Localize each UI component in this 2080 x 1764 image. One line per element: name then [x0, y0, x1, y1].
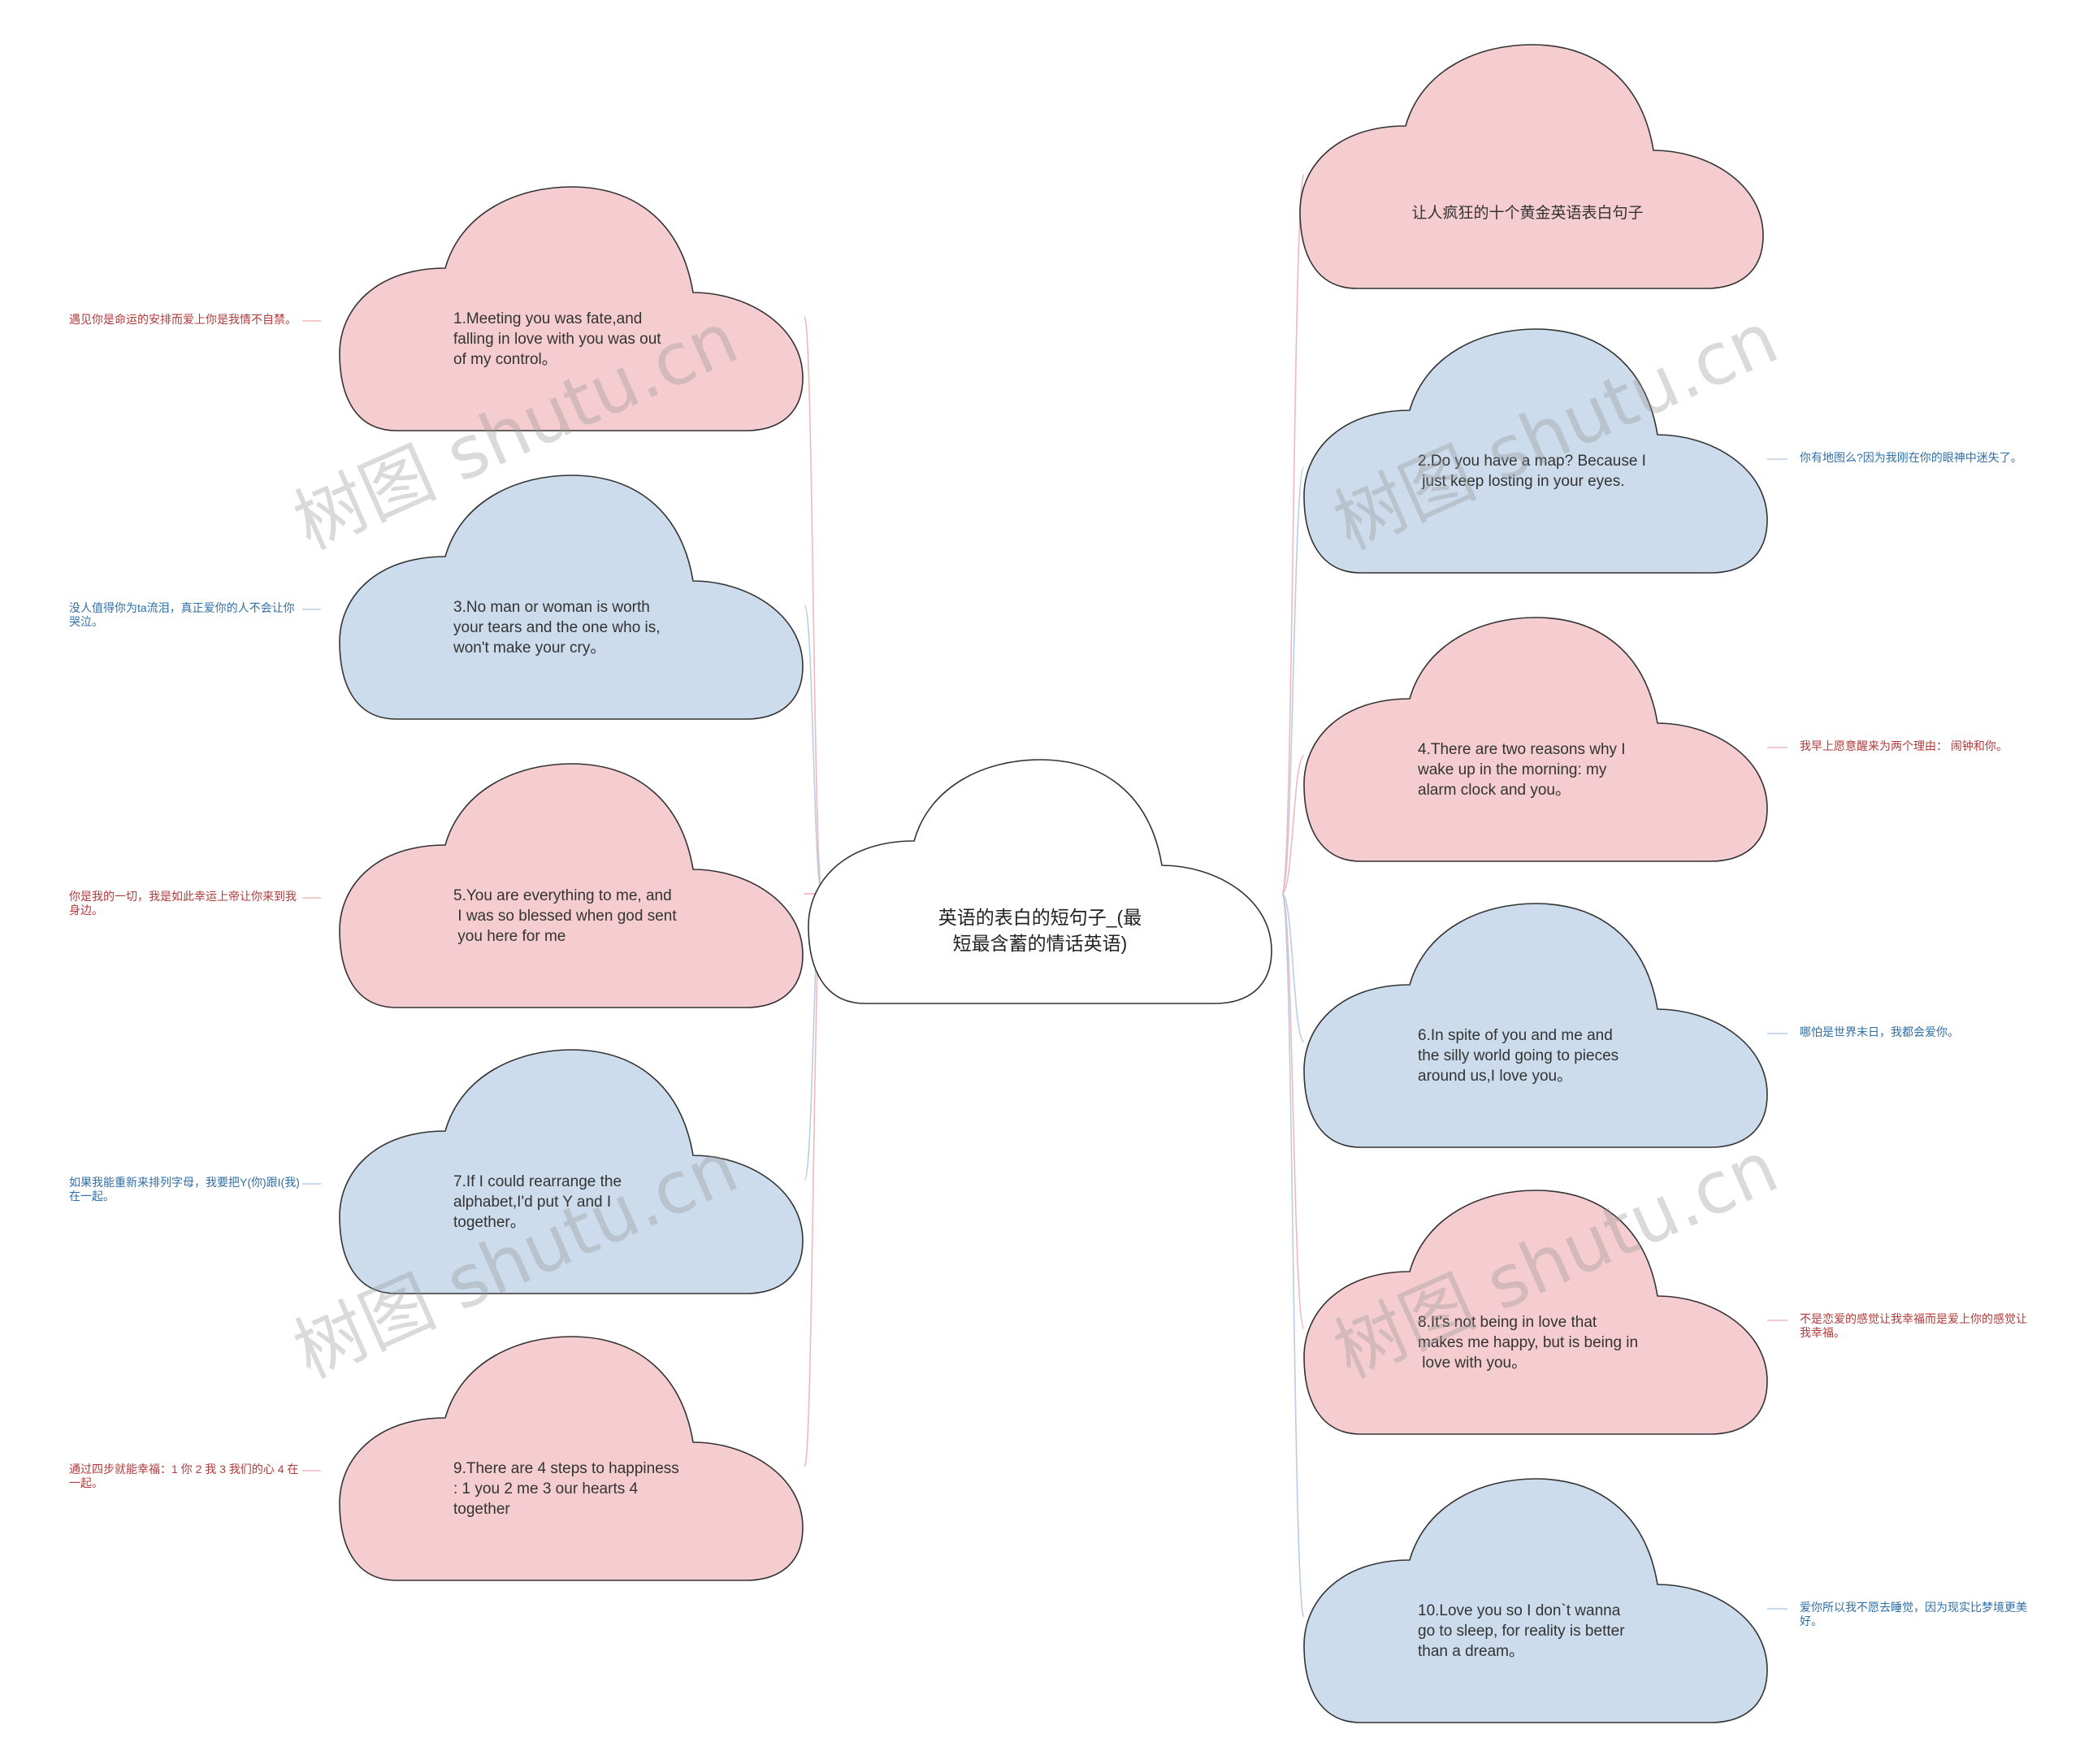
right-node-6-text: 6.In spite of you and me and the silly w… [1418, 1027, 1619, 1085]
right-note-10: 爱你所以我不愿去睡觉，因为现实比梦境更美好。 [1800, 1601, 2027, 1627]
connector-line [1281, 893, 1305, 1618]
cloud-icon [1303, 903, 1768, 1148]
right-node-4-text: 4.There are two reasons why I wake up in… [1418, 741, 1626, 799]
right-node-10-text: 10.Love you so I don`t wanna go to sleep… [1418, 1602, 1625, 1660]
cloud-icon [1303, 1190, 1768, 1435]
right-note-2: 你有地图么?因为我刚在你的眼神中迷失了。 [1800, 451, 2022, 464]
cloud-icon [1303, 328, 1768, 574]
cloud-icon [339, 475, 804, 720]
left-node-1-text: 1.Meeting you was fate,and falling in lo… [453, 310, 661, 368]
right-node-6[interactable]: 6.In spite of you and me and the silly w… [1303, 903, 1768, 1164]
left-note-5: 你是我的一切，我是如此幸运上帝让你来到我身边。 [69, 890, 297, 917]
cloud-icon [339, 186, 804, 431]
top-branch-text: 让人疯狂的十个黄金英语表白句子 [1411, 205, 1644, 222]
connector-line [1281, 893, 1305, 1329]
cloud-icon [339, 1336, 804, 1581]
left-node-7-text: 7.If I could rearrange the alphabet,I'd … [453, 1173, 622, 1231]
left-node-3-text: 3.No man or woman is worth your tears an… [453, 599, 661, 657]
central-topic[interactable]: 英语的表白的短句子_(最 短最含蓄的情话英语) [808, 759, 1272, 1020]
right-node-8[interactable]: 8.It's not being in love that makes me h… [1303, 1190, 1768, 1450]
left-node-5-text: 5.You are everything to me, and I was so… [453, 887, 677, 945]
left-node-3[interactable]: 3.No man or woman is worth your tears an… [339, 475, 804, 735]
right-note-4: 我早上愿意醒来为两个理由： 闹钟和你。 [1800, 739, 2008, 752]
left-node-9-text: 9.There are 4 steps to happiness : 1 you… [453, 1460, 679, 1518]
left-note-3: 没人值得你为ta流泪，真正爱你的人不会让你哭泣。 [69, 601, 295, 628]
cloud-icon [339, 763, 804, 1008]
left-note-9: 通过四步就能幸福：1 你 2 我 3 我们的心 4 在一起。 [69, 1463, 299, 1489]
central-topic-text: 英语的表白的短句子_(最 短最含蓄的情话英语) [938, 907, 1142, 954]
connector-line [1281, 466, 1305, 895]
cloud-icon [1303, 1478, 1768, 1723]
left-note-7: 如果我能重新来排列字母，我要把Y(你)跟I(我)在一起。 [69, 1176, 300, 1203]
right-node-2[interactable]: 2.Do you have a map? Because I just keep… [1303, 328, 1768, 589]
connector-line [1281, 893, 1305, 1042]
cloud-icon [808, 759, 1272, 1004]
left-node-5[interactable]: 5.You are everything to me, and I was so… [339, 763, 804, 1024]
cloud-icon [1303, 617, 1768, 862]
left-note-1: 遇见你是命运的安排而爱上你是我情不自禁。 [69, 313, 297, 326]
right-node-8-text: 8.It's not being in love that makes me h… [1418, 1314, 1639, 1372]
top-branch-node[interactable]: 让人疯狂的十个黄金英语表白句子 [1299, 44, 1764, 305]
right-note-6: 哪怕是世界末日，我都会爱你。 [1800, 1025, 1959, 1038]
right-node-4[interactable]: 4.There are two reasons why I wake up in… [1303, 617, 1768, 878]
right-note-8: 不是恋爱的感觉让我幸福而是爱上你的感觉让我幸福。 [1800, 1312, 2027, 1339]
right-node-2-text: 2.Do you have a map? Because I just keep… [1418, 453, 1646, 490]
cloud-icon [339, 1049, 804, 1294]
right-node-10[interactable]: 10.Love you so I don`t wanna go to sleep… [1303, 1478, 1768, 1739]
left-node-1[interactable]: 1.Meeting you was fate,and falling in lo… [339, 186, 804, 447]
connector-line [1281, 755, 1305, 895]
left-node-7[interactable]: 7.If I could rearrange the alphabet,I'd … [339, 1049, 804, 1310]
cloud-icon [1299, 44, 1764, 289]
left-node-9[interactable]: 9.There are 4 steps to happiness : 1 you… [339, 1336, 804, 1597]
connector-line [804, 316, 823, 895]
connector-line [804, 605, 823, 895]
